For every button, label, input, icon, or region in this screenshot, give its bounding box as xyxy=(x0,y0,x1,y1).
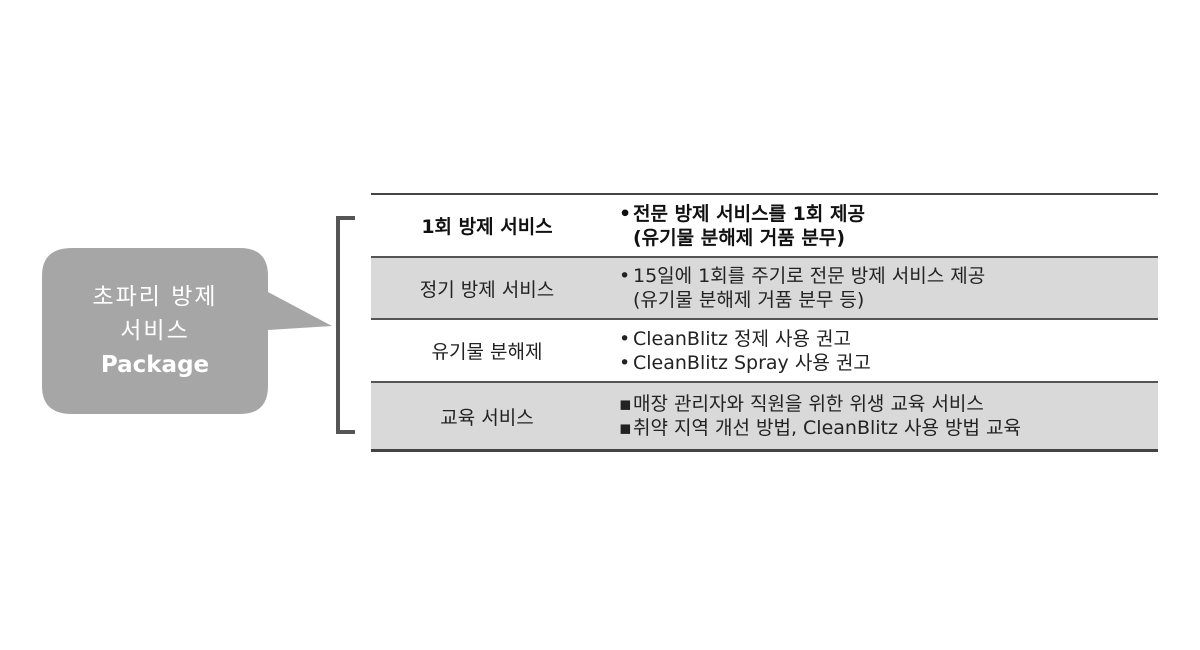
service-name: 교육 서비스 xyxy=(440,406,534,429)
service-description: ▪매장 관리자와 직원을 위한 위생 교육 서비스 ▪취약 지역 개선 방법, … xyxy=(603,392,1158,440)
bullet-icon: • xyxy=(619,202,632,225)
description-line: ▪취약 지역 개선 방법, CleanBlitz 사용 방법 교육 xyxy=(619,417,1021,439)
bullet-icon: • xyxy=(619,265,631,287)
description-line: (유기물 분해제 거품 분무) xyxy=(633,226,846,249)
table-row-education: 교육 서비스 ▪매장 관리자와 직원을 위한 위생 교육 서비스 ▪취약 지역 … xyxy=(371,381,1158,449)
service-description: •전문 방제 서비스를 1회 제공 (유기물 분해제 거품 분무) xyxy=(603,202,1158,250)
bracket-line xyxy=(336,216,355,434)
bullet-icon: ▪ xyxy=(619,417,632,439)
package-label: 초파리 방제 서비스 Package xyxy=(40,280,270,382)
package-label-line1: 초파리 방제 xyxy=(92,284,218,310)
description-line: •15일에 1회를 주기로 전문 방제 서비스 제공 xyxy=(619,265,986,287)
bullet-icon: • xyxy=(619,327,631,350)
description-line: •CleanBlitz Spray 사용 권고 xyxy=(619,351,871,374)
service-name: 유기물 분해제 xyxy=(431,341,543,363)
description-line: •CleanBlitz 정제 사용 권고 xyxy=(619,327,851,350)
bullet-icon: • xyxy=(619,351,631,374)
description-line: (유기물 분해제 거품 분무 등) xyxy=(633,289,865,311)
package-label-line2: 서비스 xyxy=(120,318,190,344)
service-name: 정기 방제 서비스 xyxy=(419,278,555,301)
bullet-icon: ▪ xyxy=(619,393,632,415)
package-label-line3: Package xyxy=(100,352,210,378)
service-name: 1회 방제 서비스 xyxy=(421,216,553,238)
description-line: ▪매장 관리자와 직원을 위한 위생 교육 서비스 xyxy=(619,393,984,415)
table-row-onetime: 1회 방제 서비스 •전문 방제 서비스를 1회 제공 (유기물 분해제 거품 … xyxy=(371,195,1158,256)
bubble-shape xyxy=(42,248,332,414)
service-table: 1회 방제 서비스 •전문 방제 서비스를 1회 제공 (유기물 분해제 거품 … xyxy=(371,193,1158,452)
service-description: •CleanBlitz 정제 사용 권고 •CleanBlitz Spray 사… xyxy=(603,327,1158,375)
table-row-organic: 유기물 분해제 •CleanBlitz 정제 사용 권고 •CleanBlitz… xyxy=(371,318,1158,381)
table-row-regular: 정기 방제 서비스 •15일에 1회를 주기로 전문 방제 서비스 제공 (유기… xyxy=(371,256,1158,318)
description-line: •전문 방제 서비스를 1회 제공 xyxy=(619,202,865,225)
service-description: •15일에 1회를 주기로 전문 방제 서비스 제공 (유기물 분해제 거품 분… xyxy=(603,264,1158,312)
